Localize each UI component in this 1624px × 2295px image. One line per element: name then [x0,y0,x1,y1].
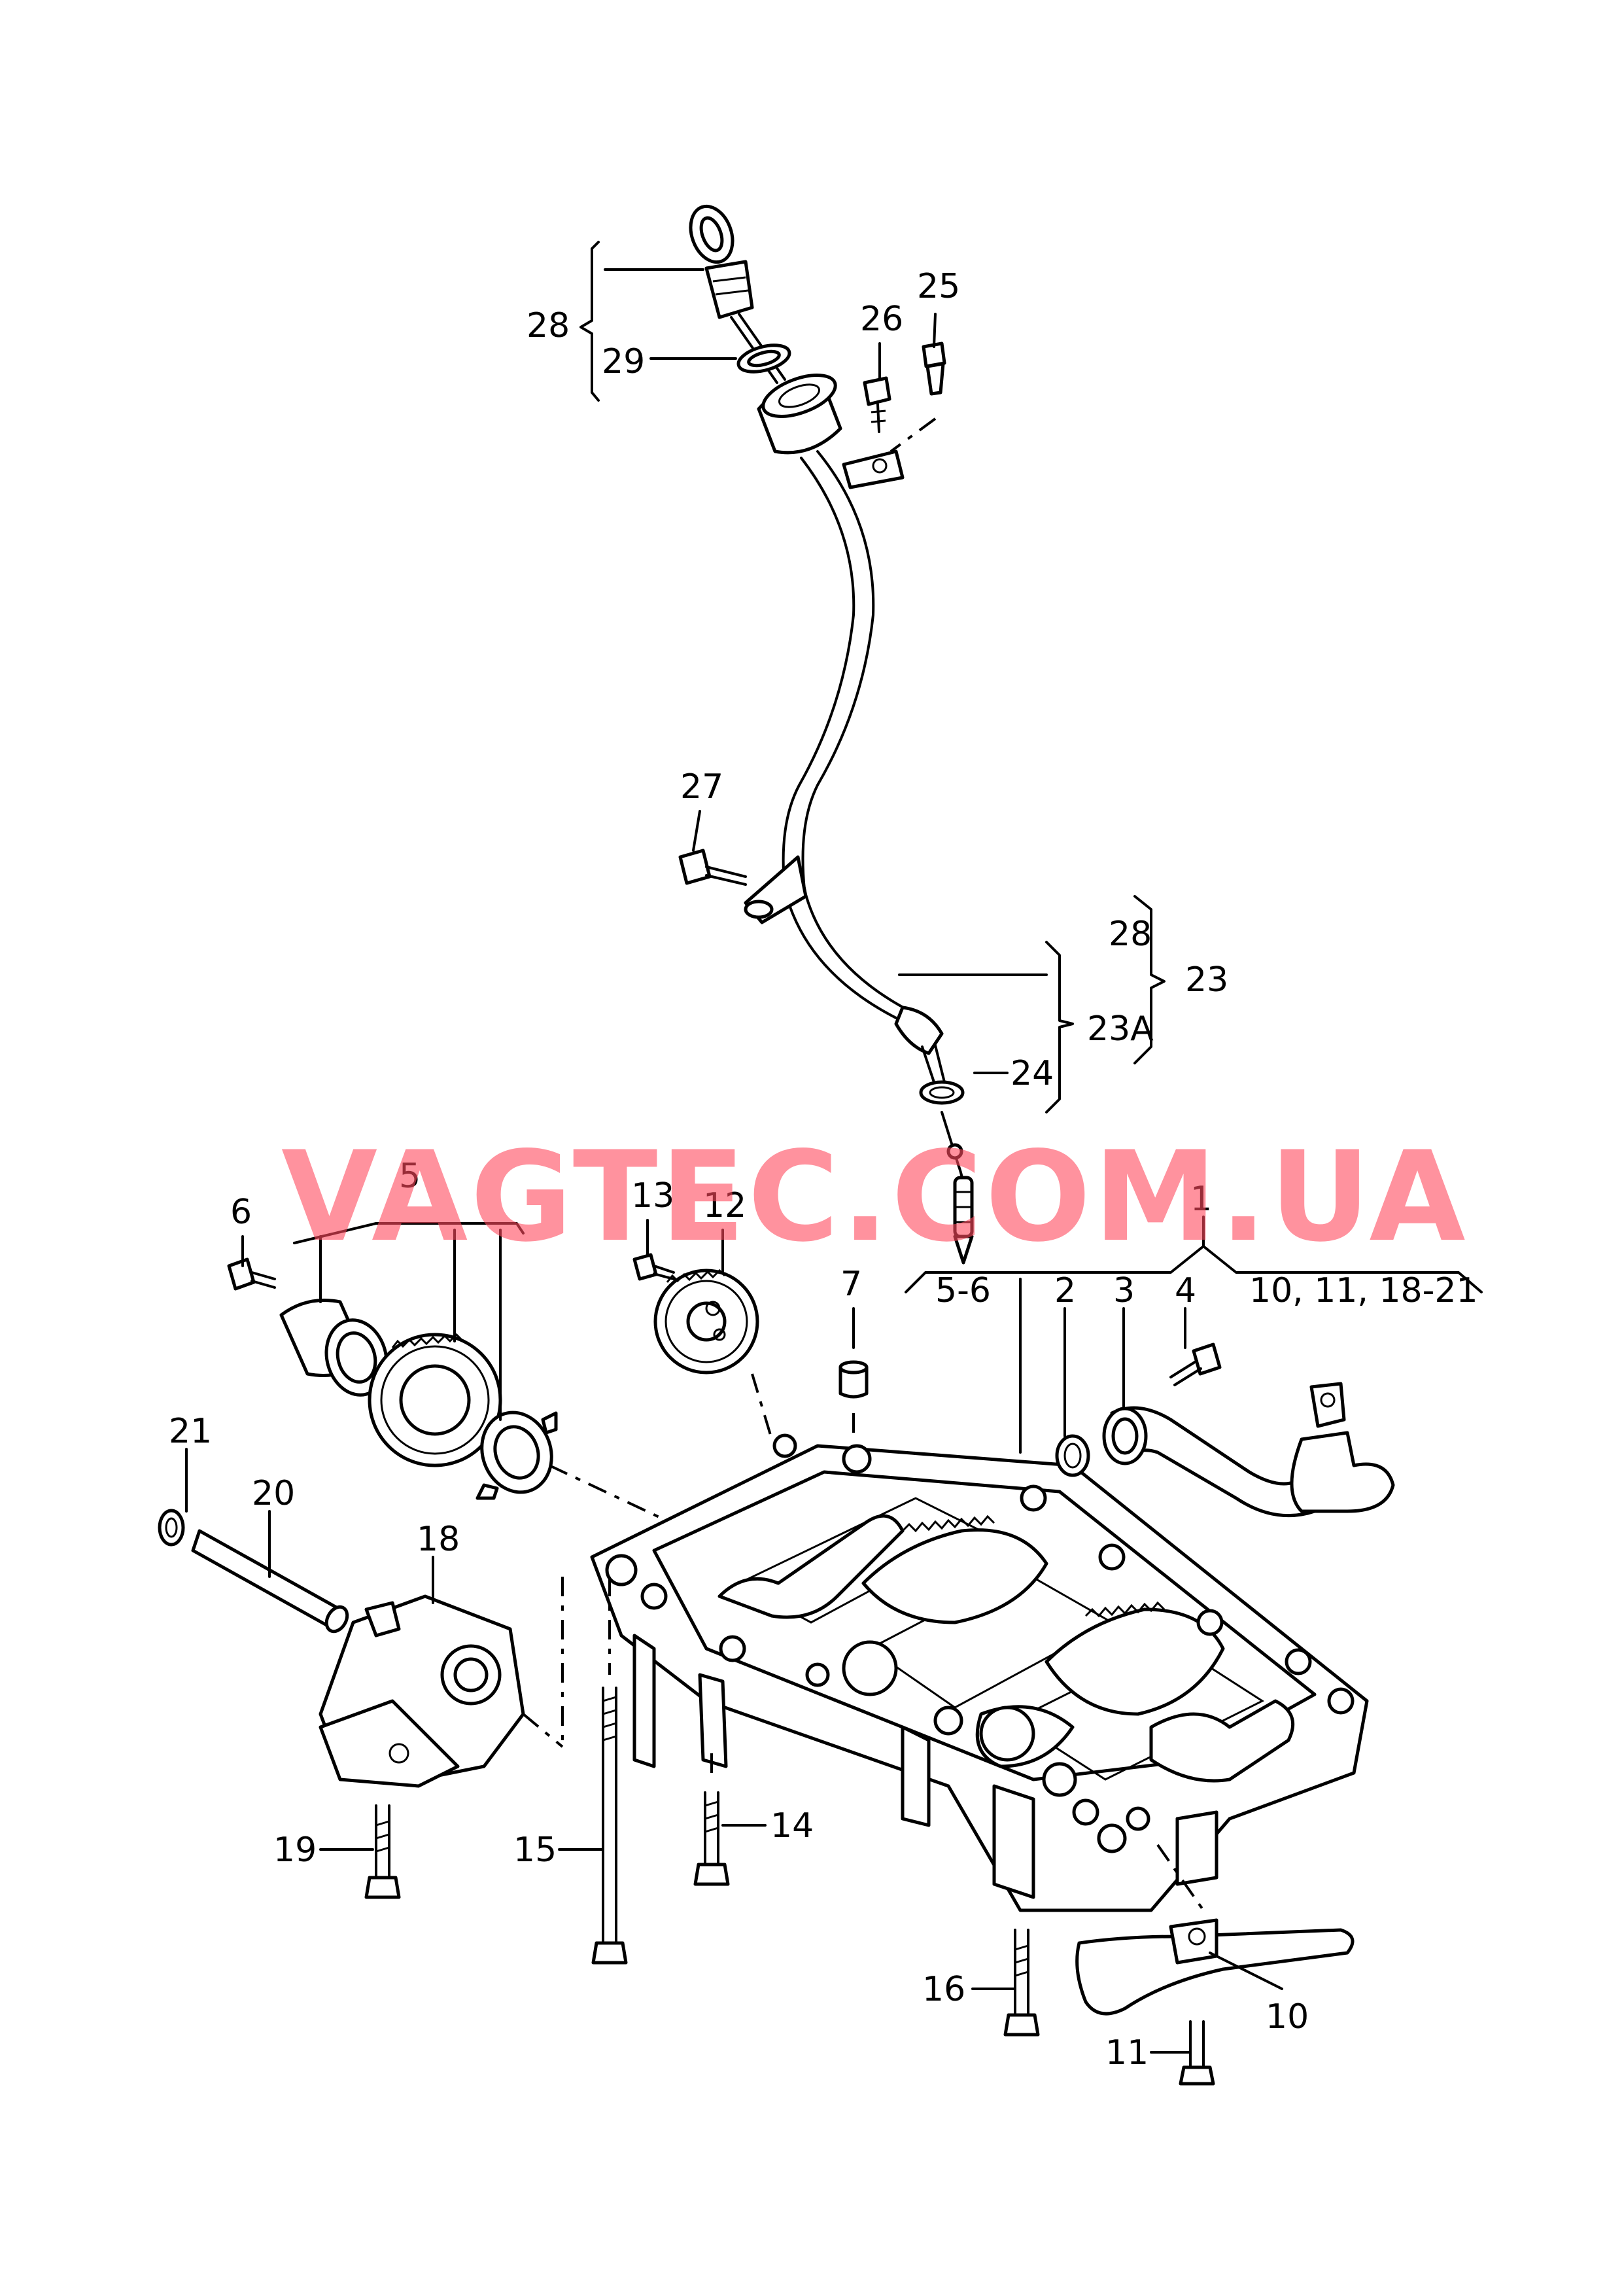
label-24: 24 [1011,1054,1054,1093]
label-6: 6 [230,1193,252,1232]
balance-shaft-gear-teeth [842,1515,1166,1762]
oil-pickup-tube-3 [1102,1382,1395,1518]
bolt-6 [227,1257,276,1291]
label-19: 19 [273,1831,317,1870]
label-4: 4 [1175,1271,1196,1310]
dipstick-tip [941,1111,974,1265]
bearing-sleeve [279,1299,389,1397]
label-5: 5 [399,1157,421,1196]
label-5-6: 5-6 [935,1271,991,1310]
label-25: 25 [917,267,960,306]
label-16: 16 [922,1970,965,2009]
bolt-13 [632,1253,675,1281]
dipstick-o-ring [736,343,791,374]
bolt-19 [364,1804,401,1899]
long-bolt-15 [591,1687,628,1965]
bolt-27 [678,849,747,886]
oil-pump-18 [319,1594,525,1788]
label-18: 18 [417,1520,460,1559]
label-11: 11 [1105,2033,1149,2073]
bolt-26 [863,376,891,433]
bolt-4 [1169,1342,1222,1386]
label-13: 13 [631,1176,674,1216]
bolt-11 [1179,2020,1215,2086]
label-26: 26 [860,300,903,339]
label-1: 1 [1190,1180,1212,1219]
label-7: 7 [840,1265,862,1304]
watermark: VAGTEC.COM.UA [281,1125,1468,1269]
label-23a: 23A [1087,1009,1154,1049]
label-29: 29 [602,342,645,381]
oil-ring-2 [1055,1434,1090,1477]
label-2: 2 [1054,1271,1076,1310]
label-28: 28 [527,306,570,345]
label-12: 12 [703,1186,746,1225]
bolt-14 [693,1791,730,1886]
label-10-11-18-21: 10, 11, 18-21 [1249,1271,1478,1310]
clip-25 [922,342,946,396]
guide-tube-funnel [757,374,905,489]
label-21: 21 [169,1412,212,1451]
dowel-7 [838,1360,869,1399]
suction-pipe-10 [1075,1918,1355,2016]
label-10: 10 [1266,1997,1309,2037]
label-23: 23 [1185,960,1228,1000]
shaft-20 [191,1529,349,1634]
label-28-right: 28 [1109,915,1152,954]
label-27: 27 [680,767,723,807]
bolt-16 [1003,1929,1040,2037]
label-3: 3 [1113,1271,1135,1310]
label-15: 15 [513,1831,557,1870]
dipstick-guide-tube [744,450,946,1087]
gear-12 [653,1269,759,1375]
label-14: 14 [770,1806,814,1846]
balance-shaft-housing [590,1433,1369,1912]
circlip-21 [158,1509,185,1547]
label-20: 20 [252,1474,295,1513]
tube-o-ring [919,1080,965,1105]
lock-washer [475,1410,558,1500]
